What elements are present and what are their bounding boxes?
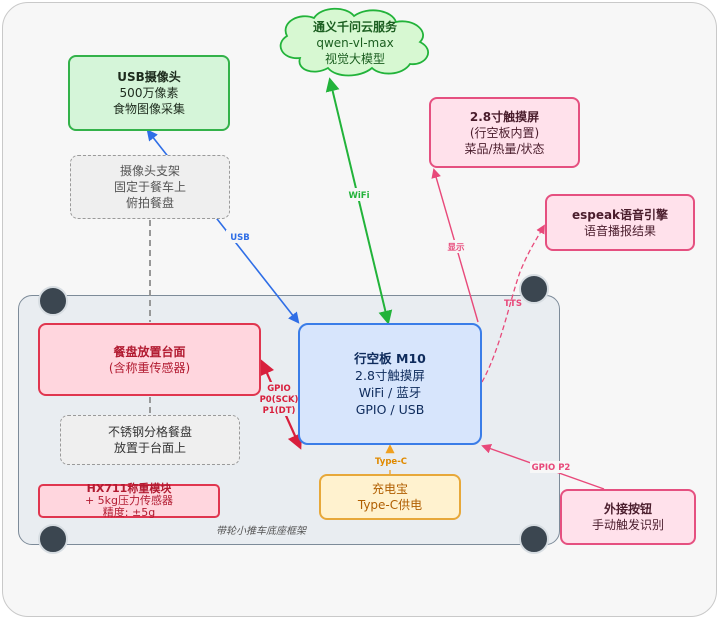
- button-title: 外接按钮: [603, 502, 652, 516]
- hx711-sensor: + 5kg压力传感器: [84, 494, 174, 507]
- touchscreen-node: 2.8寸触摸屏 (行空板内置) 菜品/热量/状态: [429, 97, 580, 168]
- gpio-hx711-label-2: P0(SCK): [260, 395, 299, 405]
- external-button-node: 外接按钮 手动触发识别: [560, 489, 696, 545]
- touchscreen-content: 菜品/热量/状态: [464, 141, 545, 156]
- m10-io: GPIO / USB: [355, 402, 425, 417]
- wheel-top-right: [519, 274, 549, 304]
- wheel-bottom-right: [519, 524, 549, 554]
- gpio-hx711-label-1: GPIO: [267, 384, 291, 394]
- platform-title: 餐盘放置台面: [113, 344, 186, 359]
- m10-board-node: 行空板 M10 2.8寸触摸屏 WiFi / 蓝牙 GPIO / USB: [298, 323, 482, 445]
- platform-note: (含称重传感器): [108, 360, 191, 375]
- usb-camera-title: USB摄像头: [117, 70, 181, 84]
- button-note: 手动触发识别: [591, 518, 664, 532]
- tts-link-label: TTS: [504, 299, 522, 309]
- hx711-title: HX711称重模块: [86, 482, 172, 495]
- usb-camera-purpose: 食物图像采集: [112, 102, 185, 116]
- camera-stand-line2: 俯拍餐盘: [125, 196, 174, 210]
- espeak-node: espeak语音引擎 语音播报结果: [545, 194, 695, 251]
- display-link-label: 显示: [447, 243, 465, 253]
- espeak-desc: 语音播报结果: [583, 223, 656, 238]
- hx711-precision: 精度: ±5g: [102, 506, 156, 519]
- espeak-title: espeak语音引擎: [571, 207, 669, 222]
- chassis-label: 带轮小推车底座框架: [216, 526, 306, 537]
- hx711-node: HX711称重模块 + 5kg压力传感器 精度: ±5g: [38, 482, 220, 519]
- m10-title: 行空板 M10: [354, 351, 426, 366]
- power-title: 充电宝: [371, 482, 408, 496]
- tts-link: [481, 224, 545, 383]
- cloud-desc: 视觉大模型: [324, 52, 385, 66]
- wheel-bottom-left: [38, 524, 68, 554]
- cloud-model: qwen-vl-max: [316, 36, 394, 50]
- usb-camera-node: USB摄像头 500万像素 食物图像采集: [68, 55, 230, 131]
- cloud-shape: [279, 7, 429, 77]
- wheel-top-left: [38, 286, 68, 316]
- usb-camera-spec: 500万像素: [119, 86, 179, 100]
- tray-platform-node: 餐盘放置台面 (含称重传感器): [38, 323, 261, 396]
- usb-link-label: USB: [230, 233, 250, 243]
- camera-stand-title: 摄像头支架: [119, 164, 180, 178]
- power-bank-node: 充电宝 Type-C供电: [319, 474, 461, 520]
- power-note: Type-C供电: [357, 498, 423, 512]
- tray-note: 放置于台面上: [113, 441, 186, 455]
- m10-wireless: WiFi / 蓝牙: [358, 385, 422, 400]
- cloud-service: 通义千问云服务 qwen-vl-max 视觉大模型: [287, 19, 423, 67]
- steel-tray-node: 不锈钢分格餐盘 放置于台面上: [60, 415, 240, 465]
- gpio-hx711-label-3: P1(DT): [263, 406, 296, 416]
- camera-stand-node: 摄像头支架 固定于餐车上 俯拍餐盘: [70, 155, 230, 219]
- touchscreen-note: (行空板内置): [469, 125, 540, 140]
- touchscreen-title: 2.8寸触摸屏: [469, 109, 540, 124]
- gpio-button-link-label: GPIO P2: [532, 463, 571, 473]
- m10-screen: 2.8寸触摸屏: [355, 368, 425, 383]
- typec-link-label: Type-C: [375, 457, 407, 467]
- camera-stand-line1: 固定于餐车上: [113, 180, 186, 194]
- wifi-link-label: WiFi: [348, 191, 369, 201]
- cloud-title: 通义千问云服务: [312, 20, 397, 34]
- tray-title: 不锈钢分格餐盘: [107, 425, 192, 439]
